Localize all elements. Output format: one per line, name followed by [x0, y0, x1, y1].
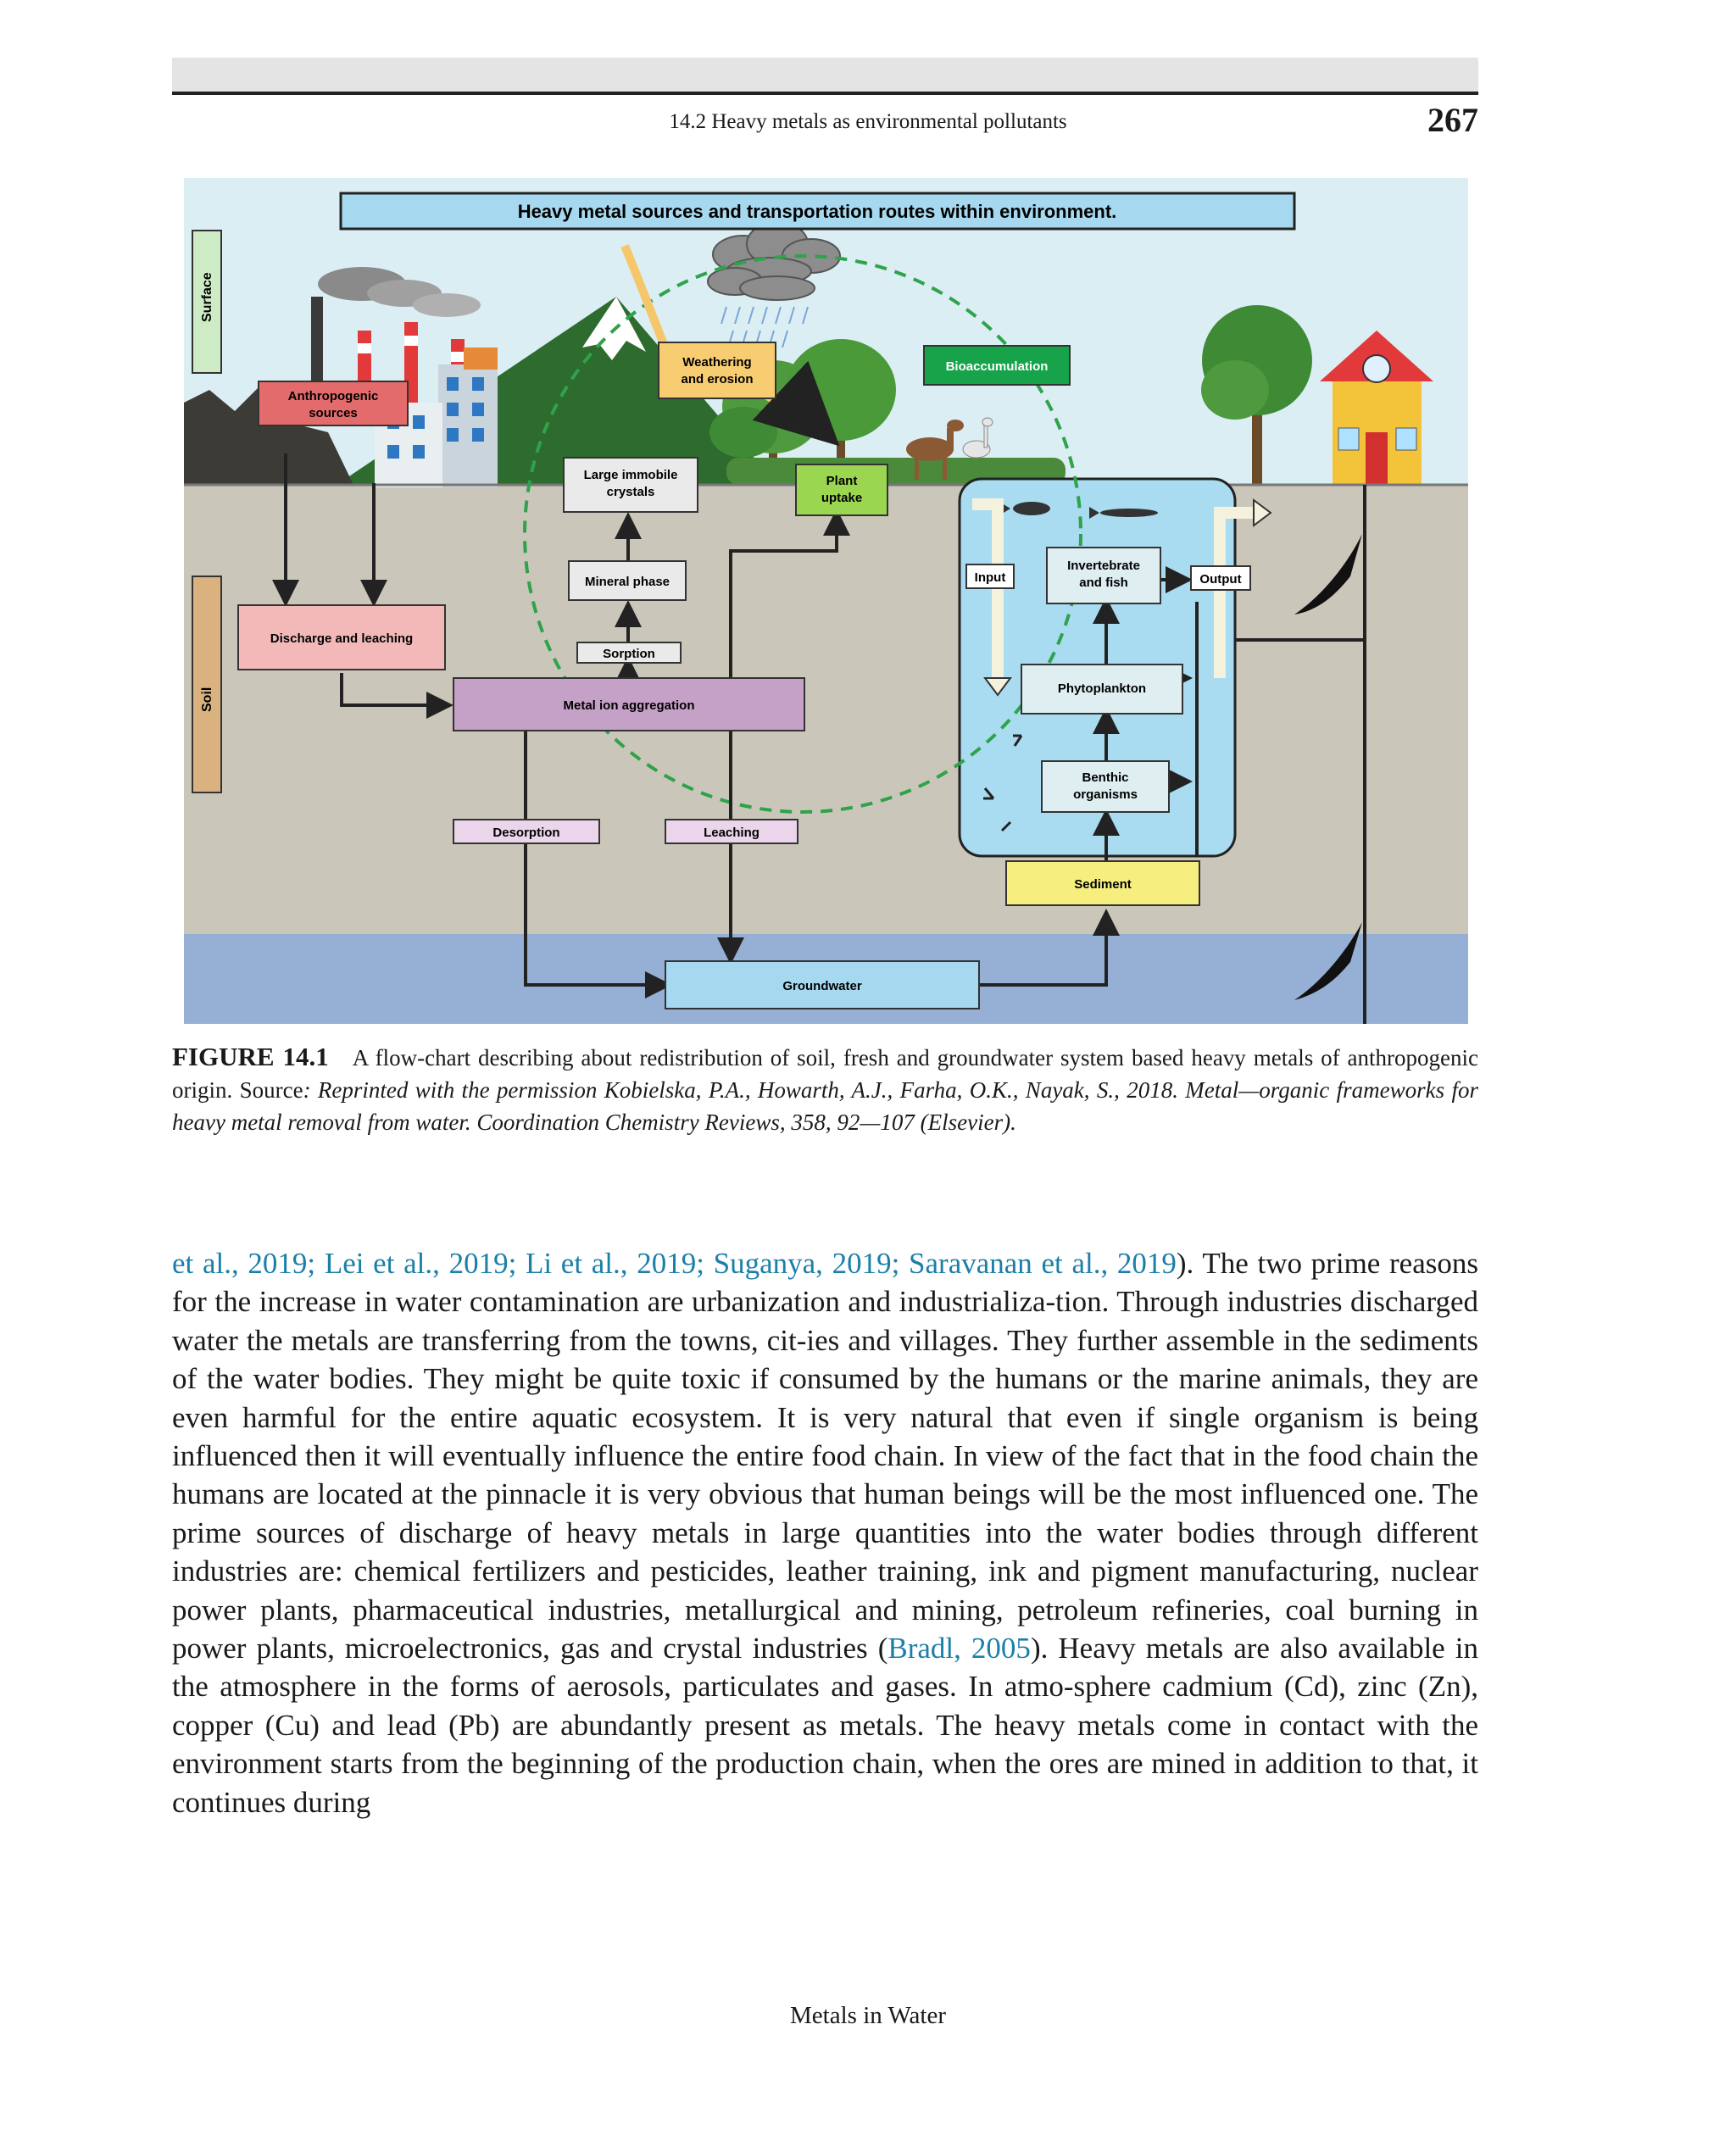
header-rule [172, 92, 1478, 95]
large-immobile-line2: crystals [607, 485, 655, 499]
header-band [172, 58, 1478, 95]
discharge-label: Discharge and leaching [270, 631, 413, 646]
page-footer: Metals in Water [0, 2002, 1736, 2030]
soil-side-text: Soil [200, 687, 214, 712]
large-immobile-line1: Large immobile [584, 468, 678, 482]
weathering-line1: Weathering [682, 355, 751, 370]
benthic-organisms-box[interactable] [1042, 761, 1169, 812]
invertebrate-line1: Invertebrate [1067, 559, 1140, 573]
plant-uptake-box[interactable] [796, 464, 887, 515]
smoke-icon [413, 293, 481, 317]
plant-uptake-line1: Plant [826, 474, 858, 488]
oil-rig-icon [311, 297, 323, 390]
sorption-label: Sorption [603, 647, 655, 661]
benthic-line1: Benthic [1082, 770, 1128, 785]
output-label: Output [1199, 572, 1241, 587]
figure-title: Heavy metal sources and transportation r… [518, 201, 1117, 222]
desorption-label: Desorption [492, 826, 559, 840]
soil-side-label [192, 576, 221, 792]
metal-ion-label: Metal ion aggregation [563, 698, 694, 713]
anthropogenic-line2: sources [309, 406, 358, 420]
input-label: Input [975, 570, 1006, 585]
citation-link[interactable]: et al., 2019; Lei et al., 2019; Li et al… [172, 1247, 1177, 1280]
body-text-part: ). The two prime reasons for the increas… [172, 1247, 1478, 1665]
sediment-label: Sediment [1074, 877, 1132, 892]
plant-uptake-line2: uptake [821, 491, 862, 505]
body-paragraph: et al., 2019; Lei et al., 2019; Li et al… [172, 1244, 1478, 1821]
groundwater-label: Groundwater [782, 979, 862, 993]
weathering-box[interactable] [659, 342, 776, 398]
figure-14-1: Surface Soil Heavy metal sources and tra… [184, 178, 1468, 1024]
citation-link-bradl[interactable]: Bradl, 2005 [887, 1632, 1031, 1665]
caption-source: : Reprinted with the permission Kobielsk… [172, 1077, 1478, 1135]
weathering-line2: and erosion [681, 372, 753, 386]
bioaccumulation-label: Bioaccumulation [946, 359, 1049, 374]
surface-side-text: Surface [200, 272, 214, 322]
invertebrate-line2: and fish [1079, 576, 1128, 590]
figure-label: FIGURE 14.1 [172, 1042, 329, 1071]
benthic-line2: organisms [1073, 787, 1138, 802]
page-number: 267 [1427, 100, 1478, 140]
phytoplankton-label: Phytoplankton [1058, 681, 1146, 696]
anthropogenic-line1: Anthropogenic [288, 389, 379, 403]
leaching-label: Leaching [704, 826, 760, 840]
mineral-phase-label: Mineral phase [585, 575, 670, 589]
